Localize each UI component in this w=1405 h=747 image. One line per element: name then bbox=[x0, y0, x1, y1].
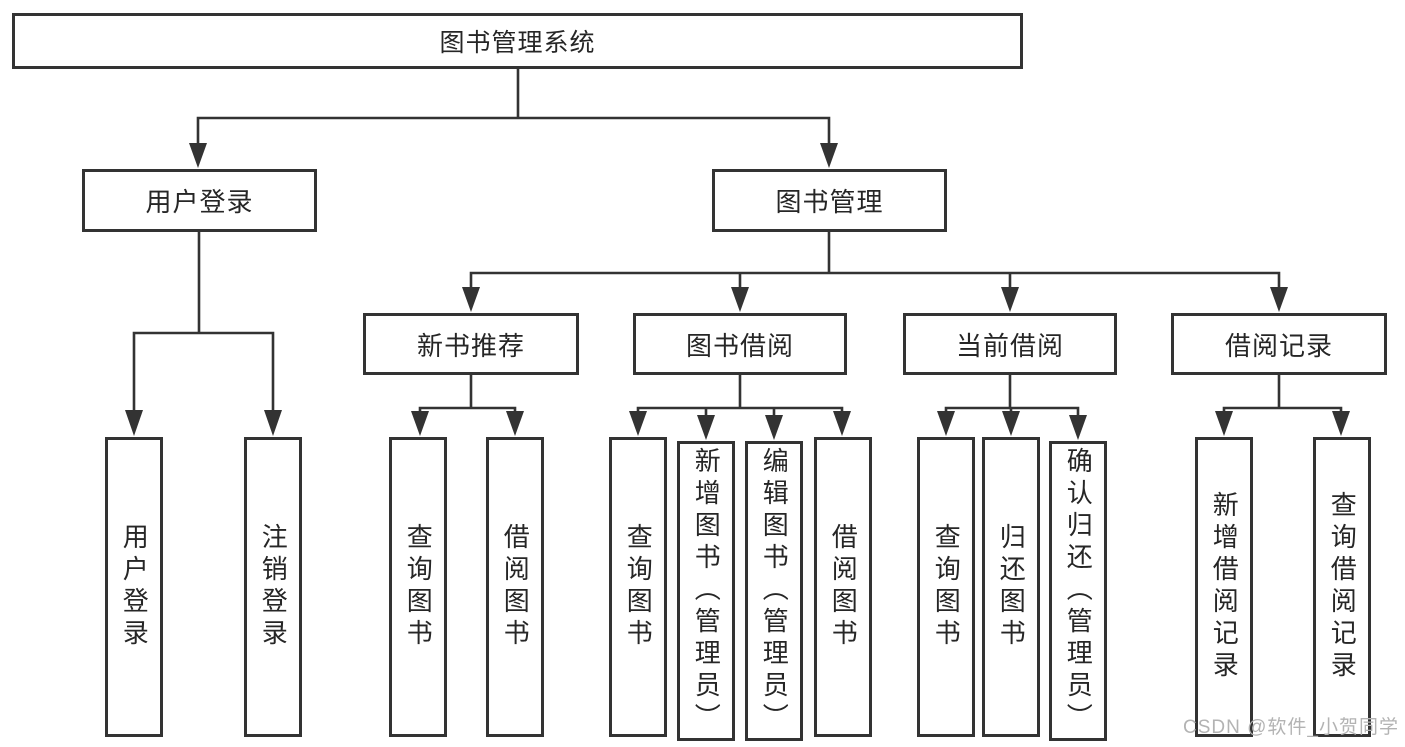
leaf-add-books-admin: 新增图书（管理员） bbox=[677, 441, 735, 741]
node-label: 借阅图书 bbox=[500, 523, 531, 651]
node-label: 查询图书 bbox=[623, 523, 654, 651]
node-label: 查询图书 bbox=[931, 523, 962, 651]
node-label: 确认归还（管理员） bbox=[1063, 447, 1094, 735]
node-label: 图书借阅 bbox=[685, 330, 794, 361]
node-label: 编辑图书（管理员） bbox=[759, 447, 790, 735]
leaf-borrow-books-recommend: 借阅图书 bbox=[486, 437, 544, 737]
leaf-query-books-recommend: 查询图书 bbox=[389, 437, 447, 737]
leaf-return-books: 归还图书 bbox=[982, 437, 1040, 737]
leaf-query-books-current: 查询图书 bbox=[917, 437, 975, 737]
node-label: 借阅图书 bbox=[828, 523, 859, 651]
node-label: 新增借阅记录 bbox=[1209, 491, 1240, 683]
node-label: 当前借阅 bbox=[955, 330, 1064, 361]
leaf-borrow-books: 借阅图书 bbox=[814, 437, 872, 737]
node-book-management: 图书管理 bbox=[712, 169, 947, 232]
node-label: 新增图书（管理员） bbox=[691, 447, 722, 735]
node-label: 归还图书 bbox=[996, 523, 1027, 651]
node-label: 借阅记录 bbox=[1224, 330, 1333, 361]
node-user-login: 用户登录 bbox=[82, 169, 317, 232]
node-label: 注销登录 bbox=[258, 523, 289, 651]
leaf-edit-books-admin: 编辑图书（管理员） bbox=[745, 441, 803, 741]
node-book-borrow: 图书借阅 bbox=[633, 313, 847, 375]
leaf-logout: 注销登录 bbox=[244, 437, 302, 737]
leaf-user-login: 用户登录 bbox=[105, 437, 163, 737]
node-label: 新书推荐 bbox=[416, 330, 525, 361]
node-current-borrow: 当前借阅 bbox=[903, 313, 1117, 375]
node-label: 查询图书 bbox=[403, 523, 434, 651]
leaf-query-books-borrow: 查询图书 bbox=[609, 437, 667, 737]
csdn-watermark: CSDN @软件_小贺同学 bbox=[1183, 717, 1399, 738]
node-label: 用户登录 bbox=[145, 187, 254, 217]
node-new-book-recommend: 新书推荐 bbox=[363, 313, 579, 375]
node-label: 查询借阅记录 bbox=[1327, 491, 1358, 683]
leaf-query-borrow-record: 查询借阅记录 bbox=[1313, 437, 1371, 737]
node-label: 图书管理系统 bbox=[439, 29, 596, 57]
node-label: 用户登录 bbox=[119, 523, 150, 651]
node-label: 图书管理 bbox=[775, 187, 884, 217]
node-borrow-records: 借阅记录 bbox=[1171, 313, 1387, 375]
leaf-confirm-return-admin: 确认归还（管理员） bbox=[1049, 441, 1107, 741]
node-library-system: 图书管理系统 bbox=[12, 13, 1023, 69]
leaf-add-borrow-record: 新增借阅记录 bbox=[1195, 437, 1253, 737]
